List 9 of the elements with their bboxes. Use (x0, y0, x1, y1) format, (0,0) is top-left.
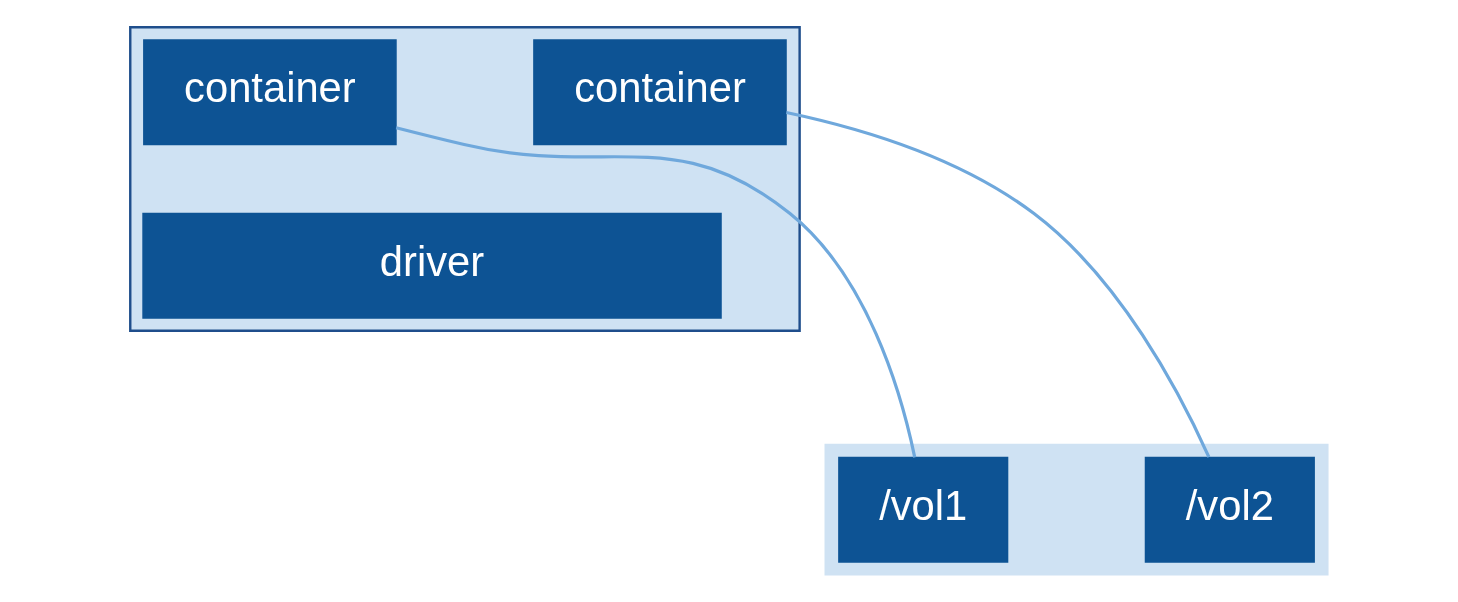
connector (786, 110, 1211, 458)
node-box: driver (142, 212, 722, 319)
node-box: /vol2 (1144, 456, 1315, 563)
cluster (824, 443, 1329, 576)
cluster (129, 26, 801, 332)
connector (395, 126, 917, 458)
node-box: container (533, 39, 787, 146)
node-box: container (143, 39, 397, 146)
node-box: /vol1 (838, 456, 1009, 563)
